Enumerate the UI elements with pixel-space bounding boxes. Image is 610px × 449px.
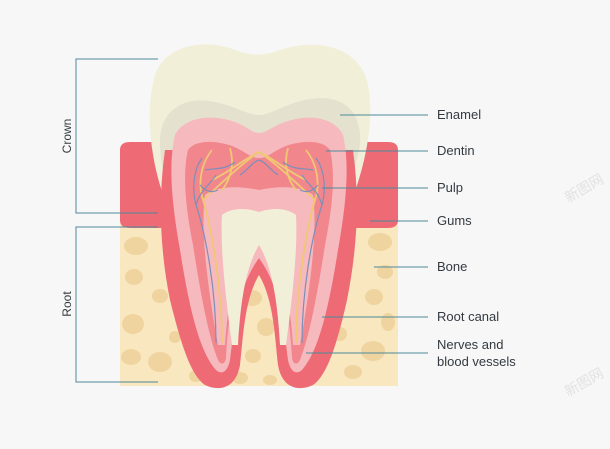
gums-label: Gums [437, 213, 472, 228]
nerves-label-line2: blood vessels [437, 354, 516, 369]
pulp-label: Pulp [437, 180, 464, 195]
enamel-label: Enamel [437, 107, 482, 122]
blood-vessels [193, 157, 325, 344]
crown-label: Crown [60, 118, 74, 154]
crown-bracket [75, 58, 158, 214]
root-label: Root [60, 291, 74, 317]
nerves [199, 147, 319, 344]
nerves-label-line1: Nerves and [437, 337, 504, 352]
root-core [221, 208, 297, 345]
bone-spots [121, 233, 395, 385]
section-brackets [75, 58, 158, 383]
dentin-label: Dentin [437, 143, 475, 158]
root-canal-label: Root canal [437, 309, 500, 324]
leader-lines [306, 114, 428, 354]
root-bracket [75, 226, 158, 383]
bone-label: Bone [437, 259, 468, 274]
